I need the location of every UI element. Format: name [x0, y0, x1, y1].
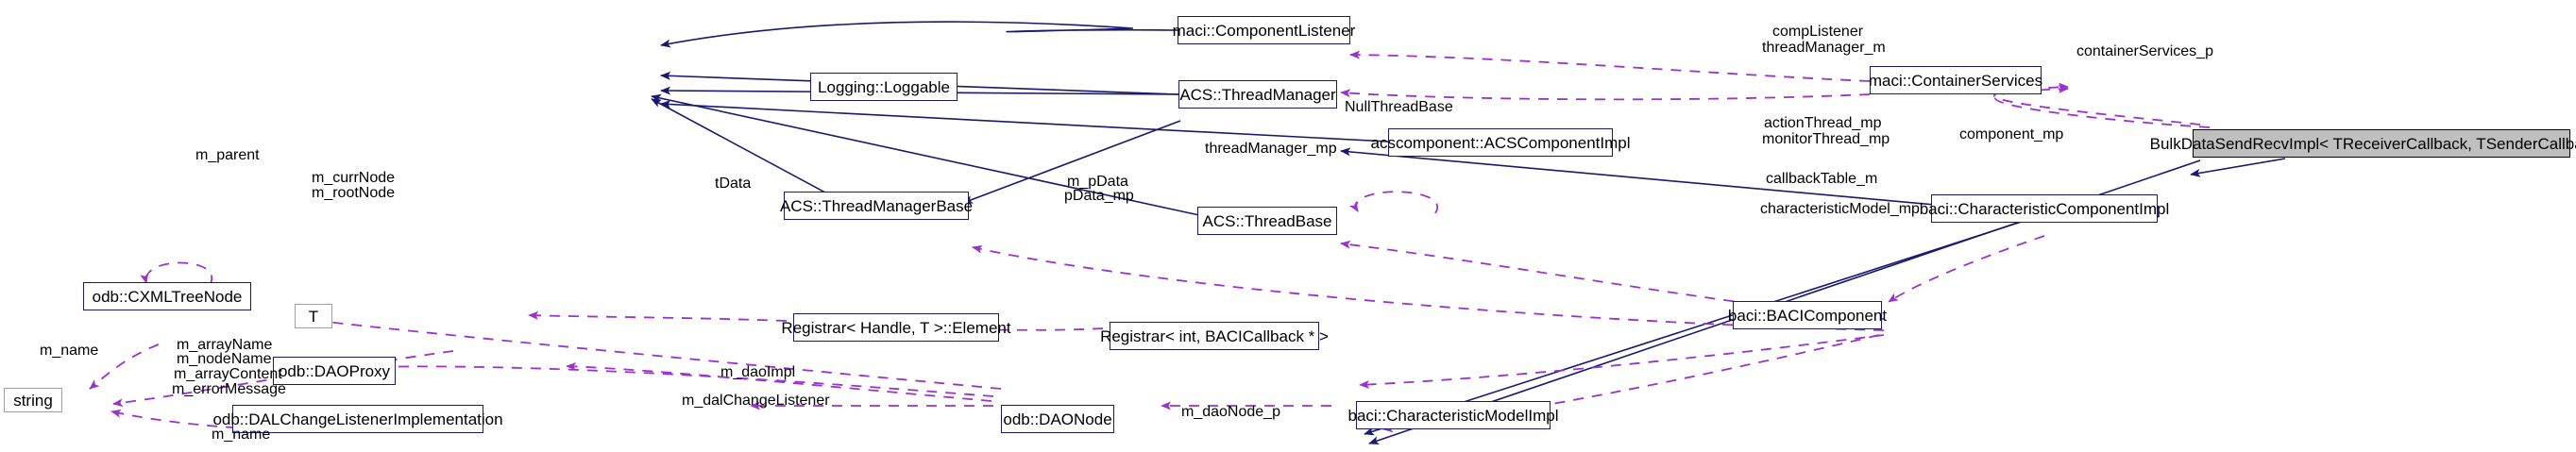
node-string[interactable]: string [4, 388, 62, 412]
usage-edge [301, 315, 1002, 390]
node-acs-threadmanagerbase[interactable]: ACS::ThreadManagerBase [780, 192, 973, 220]
edge-label-m-errormessage: m_errorMessage [172, 381, 286, 397]
node-label: odb::DALChangeListenerImplementation [212, 410, 503, 428]
inheritance-edge [651, 93, 1200, 216]
edge-label-m-daoimpl: m_daoImpl [720, 364, 796, 380]
edge-label-m-pdata: m_pData [1067, 174, 1128, 190]
usage-edge [566, 361, 992, 402]
node-odb-cxmltreenode[interactable]: odb::CXMLTreeNode [83, 282, 251, 310]
edge-label-m-nodename: m_nodeName [177, 351, 272, 367]
node-baci-characteristicmodelimpl[interactable]: baci::CharacteristicModelImpl [1348, 401, 1558, 429]
edge-label-m-rootnode: m_rootNode [312, 185, 396, 201]
usage-edge [89, 343, 160, 390]
node-maci-containerservices[interactable]: maci::ContainerServices [1868, 66, 2043, 94]
node-baci-characteristiccomponentimpl[interactable]: baci::CharacteristicComponentImpl [1920, 194, 2169, 223]
node-label: T [308, 307, 319, 326]
edge-label-pdata-mp: pData_mp [1064, 188, 1134, 204]
node-odb-daonode[interactable]: odb::DAONode [1001, 405, 1114, 433]
node-label: ACS::ThreadManager [1179, 85, 1336, 104]
usage-edge-group [89, 50, 2211, 433]
edge-label-complistener: compListener [1772, 24, 1864, 40]
node-label: maci::ComponentListener [1172, 21, 1356, 40]
inheritance-edge [660, 100, 1389, 142]
node-label: Registrar< Handle, T >::Element [781, 318, 1011, 337]
edge-label-component-mp: component_mp [1959, 126, 2064, 142]
edge-label-m-dalchangelistener: m_dalChangeListener [682, 393, 830, 409]
node-maci-componentlistener[interactable]: maci::ComponentListener [1173, 16, 1355, 44]
node-acscomponent-acscomponentimpl[interactable]: acscomponent::ACSComponentImpl [1371, 128, 1631, 157]
node-label: odb::DAOProxy [278, 361, 391, 380]
node-label: BulkDataSendRecvImpl< TReceiverCallback,… [2149, 134, 2576, 153]
node-registrar-int-bacicallback[interactable]: Registrar< int, BACICallback * > [1100, 322, 1329, 350]
node-acs-threadbase[interactable]: ACS::ThreadBase [1197, 207, 1337, 235]
edge-label-monitorthread-mp: monitorThread_mp [1762, 131, 1890, 147]
node-label: baci::BACIComponent [1727, 306, 1888, 325]
node-registrar-handle-t-element[interactable]: Registrar< Handle, T >::Element [781, 313, 1011, 342]
node-label: string [13, 391, 53, 410]
node-label: ACS::ThreadManagerBase [779, 196, 974, 215]
edge-label-m-currnode: m_currNode [312, 170, 396, 186]
node-label: ACS::ThreadBase [1202, 211, 1332, 230]
node-label: odb::DAONode [1003, 410, 1112, 428]
edge-label-m-parent: m_parent [195, 147, 260, 163]
usage-edge [1888, 235, 2045, 303]
edge-label-m-arrayname: m_arrayName [177, 337, 273, 353]
usage-edge [528, 310, 788, 322]
node-label: baci::CharacteristicModelImpl [1347, 406, 1559, 425]
node-acs-threadmanager[interactable]: ACS::ThreadManager [1178, 80, 1337, 109]
node-label: Logging::Loggable [818, 77, 950, 96]
usage-edge [1382, 334, 1880, 433]
usage-edge [1359, 334, 1885, 389]
edge-label-containerservices-p: containerServices_p [2076, 43, 2213, 59]
node-label: Registrar< int, BACICallback * > [1100, 326, 1329, 345]
edge-label-m-arraycontent: m_arrayContent [174, 366, 282, 382]
inheritance-edge [1364, 218, 2031, 436]
edge-label-m-daonode-p: m_daoNode_p [1181, 404, 1280, 420]
edge-label-tdata: tData [715, 176, 752, 192]
edge-label-threadmanager-mp: threadManager_mp [1205, 141, 1337, 157]
inheritance-edge [660, 21, 1178, 48]
node-label: baci::CharacteristicComponentImpl [1919, 199, 2170, 218]
edge-label-nullthreadbase: NullThreadBase [1345, 99, 1453, 115]
edge-label-m-name-top: m_name [40, 343, 99, 359]
node-bulkdatasendrecvimpl[interactable]: BulkDataSendRecvImpl< TReceiverCallback,… [2150, 129, 2576, 158]
usage-edge [112, 350, 454, 408]
edge-label-actionthread-mp: actionThread_mp [1764, 115, 1882, 131]
usage-edge [972, 244, 1885, 331]
node-logging-loggable[interactable]: Logging::Loggable [810, 73, 958, 101]
node-label: odb::CXMLTreeNode [92, 287, 243, 306]
inheritance-edge [2190, 158, 2286, 177]
node-odb-dalchangelistenerimplementation[interactable]: odb::DALChangeListenerImplementation [212, 405, 503, 433]
node-baci-bacicomponent[interactable]: baci::BACIComponent [1728, 301, 1887, 329]
node-label: maci::ContainerServices [1868, 71, 2043, 90]
usage-edge [140, 261, 213, 286]
node-template-t[interactable]: T [295, 304, 332, 328]
edge-label-characteristicmodel-mp: characteristicModel_mp [1760, 201, 1920, 217]
inheritance-edge [651, 98, 851, 207]
usage-edge [1349, 50, 1871, 82]
edge-label-m-name-bottom: m_name [212, 427, 271, 443]
inheritance-edge [1340, 147, 1946, 207]
edge-label-threadmanager-m: threadManager_m [1762, 40, 1886, 56]
node-odb-daoproxy[interactable]: odb::DAOProxy [273, 357, 396, 385]
inheritance-edge [962, 120, 1181, 204]
usage-edge [1993, 84, 2211, 128]
node-label: acscomponent::ACSComponentImpl [1370, 133, 1631, 152]
usage-edge [1348, 191, 1439, 214]
edge-label-callbacktable-m: callbackTable_m [1766, 171, 1878, 187]
